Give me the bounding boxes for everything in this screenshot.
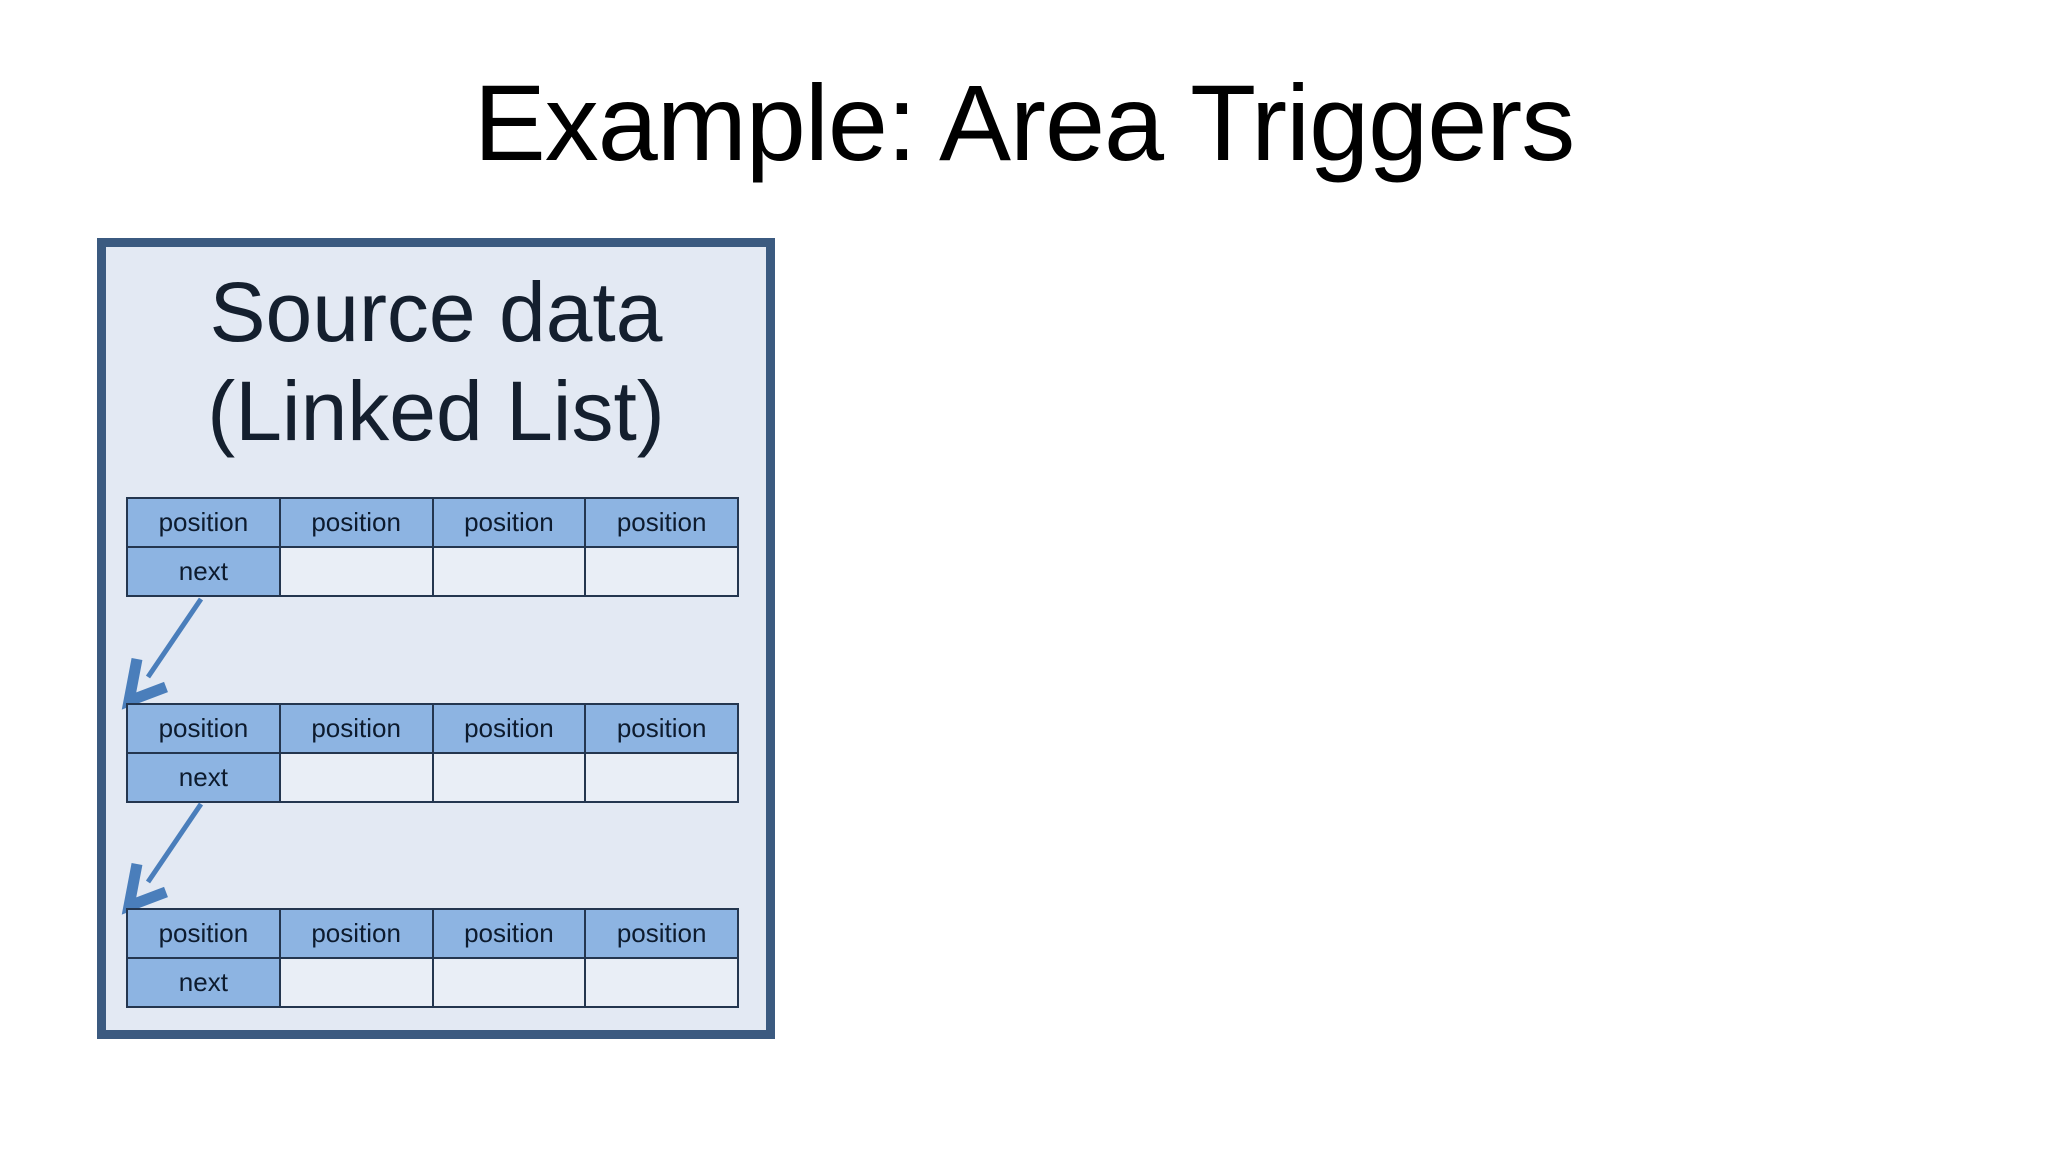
empty-cell (584, 957, 739, 1008)
panel-title: Source data (Linked List) (106, 263, 766, 461)
empty-cell (584, 546, 739, 597)
position-cell: position (278, 703, 434, 754)
empty-cell (278, 546, 434, 597)
empty-cell (431, 752, 587, 803)
empty-cell (584, 752, 739, 803)
linked-list-node-1: position position position position next (126, 497, 739, 597)
position-cell: position (584, 908, 739, 959)
source-data-panel: Source data (Linked List) position posit… (97, 238, 775, 1039)
linked-list-node-2: position position position position next (126, 703, 739, 803)
position-cell: position (584, 497, 739, 548)
empty-cell (431, 957, 587, 1008)
next-cell: next (126, 752, 281, 803)
position-cell: position (126, 908, 281, 959)
panel-title-line2: (Linked List) (207, 364, 665, 459)
next-cell: next (126, 546, 281, 597)
next-cell: next (126, 957, 281, 1008)
empty-cell (278, 752, 434, 803)
next-pointer-arrow-2 (121, 802, 204, 915)
position-cell: position (278, 497, 434, 548)
position-cell: position (126, 703, 281, 754)
panel-title-line1: Source data (209, 265, 663, 359)
position-cell: position (431, 497, 587, 548)
next-row: next (126, 957, 739, 1008)
linked-list-node-3: position position position position next (126, 908, 739, 1008)
position-cell: position (431, 908, 587, 959)
slide-title: Example: Area Triggers (473, 62, 1576, 183)
position-row: position position position position (126, 908, 739, 959)
next-row: next (126, 546, 739, 597)
position-cell: position (126, 497, 281, 548)
empty-cell (278, 957, 434, 1008)
position-cell: position (584, 703, 739, 754)
position-cell: position (431, 703, 587, 754)
next-pointer-arrow-1 (121, 597, 204, 710)
position-row: position position position position (126, 497, 739, 548)
position-cell: position (278, 908, 434, 959)
next-row: next (126, 752, 739, 803)
position-row: position position position position (126, 703, 739, 754)
empty-cell (431, 546, 587, 597)
